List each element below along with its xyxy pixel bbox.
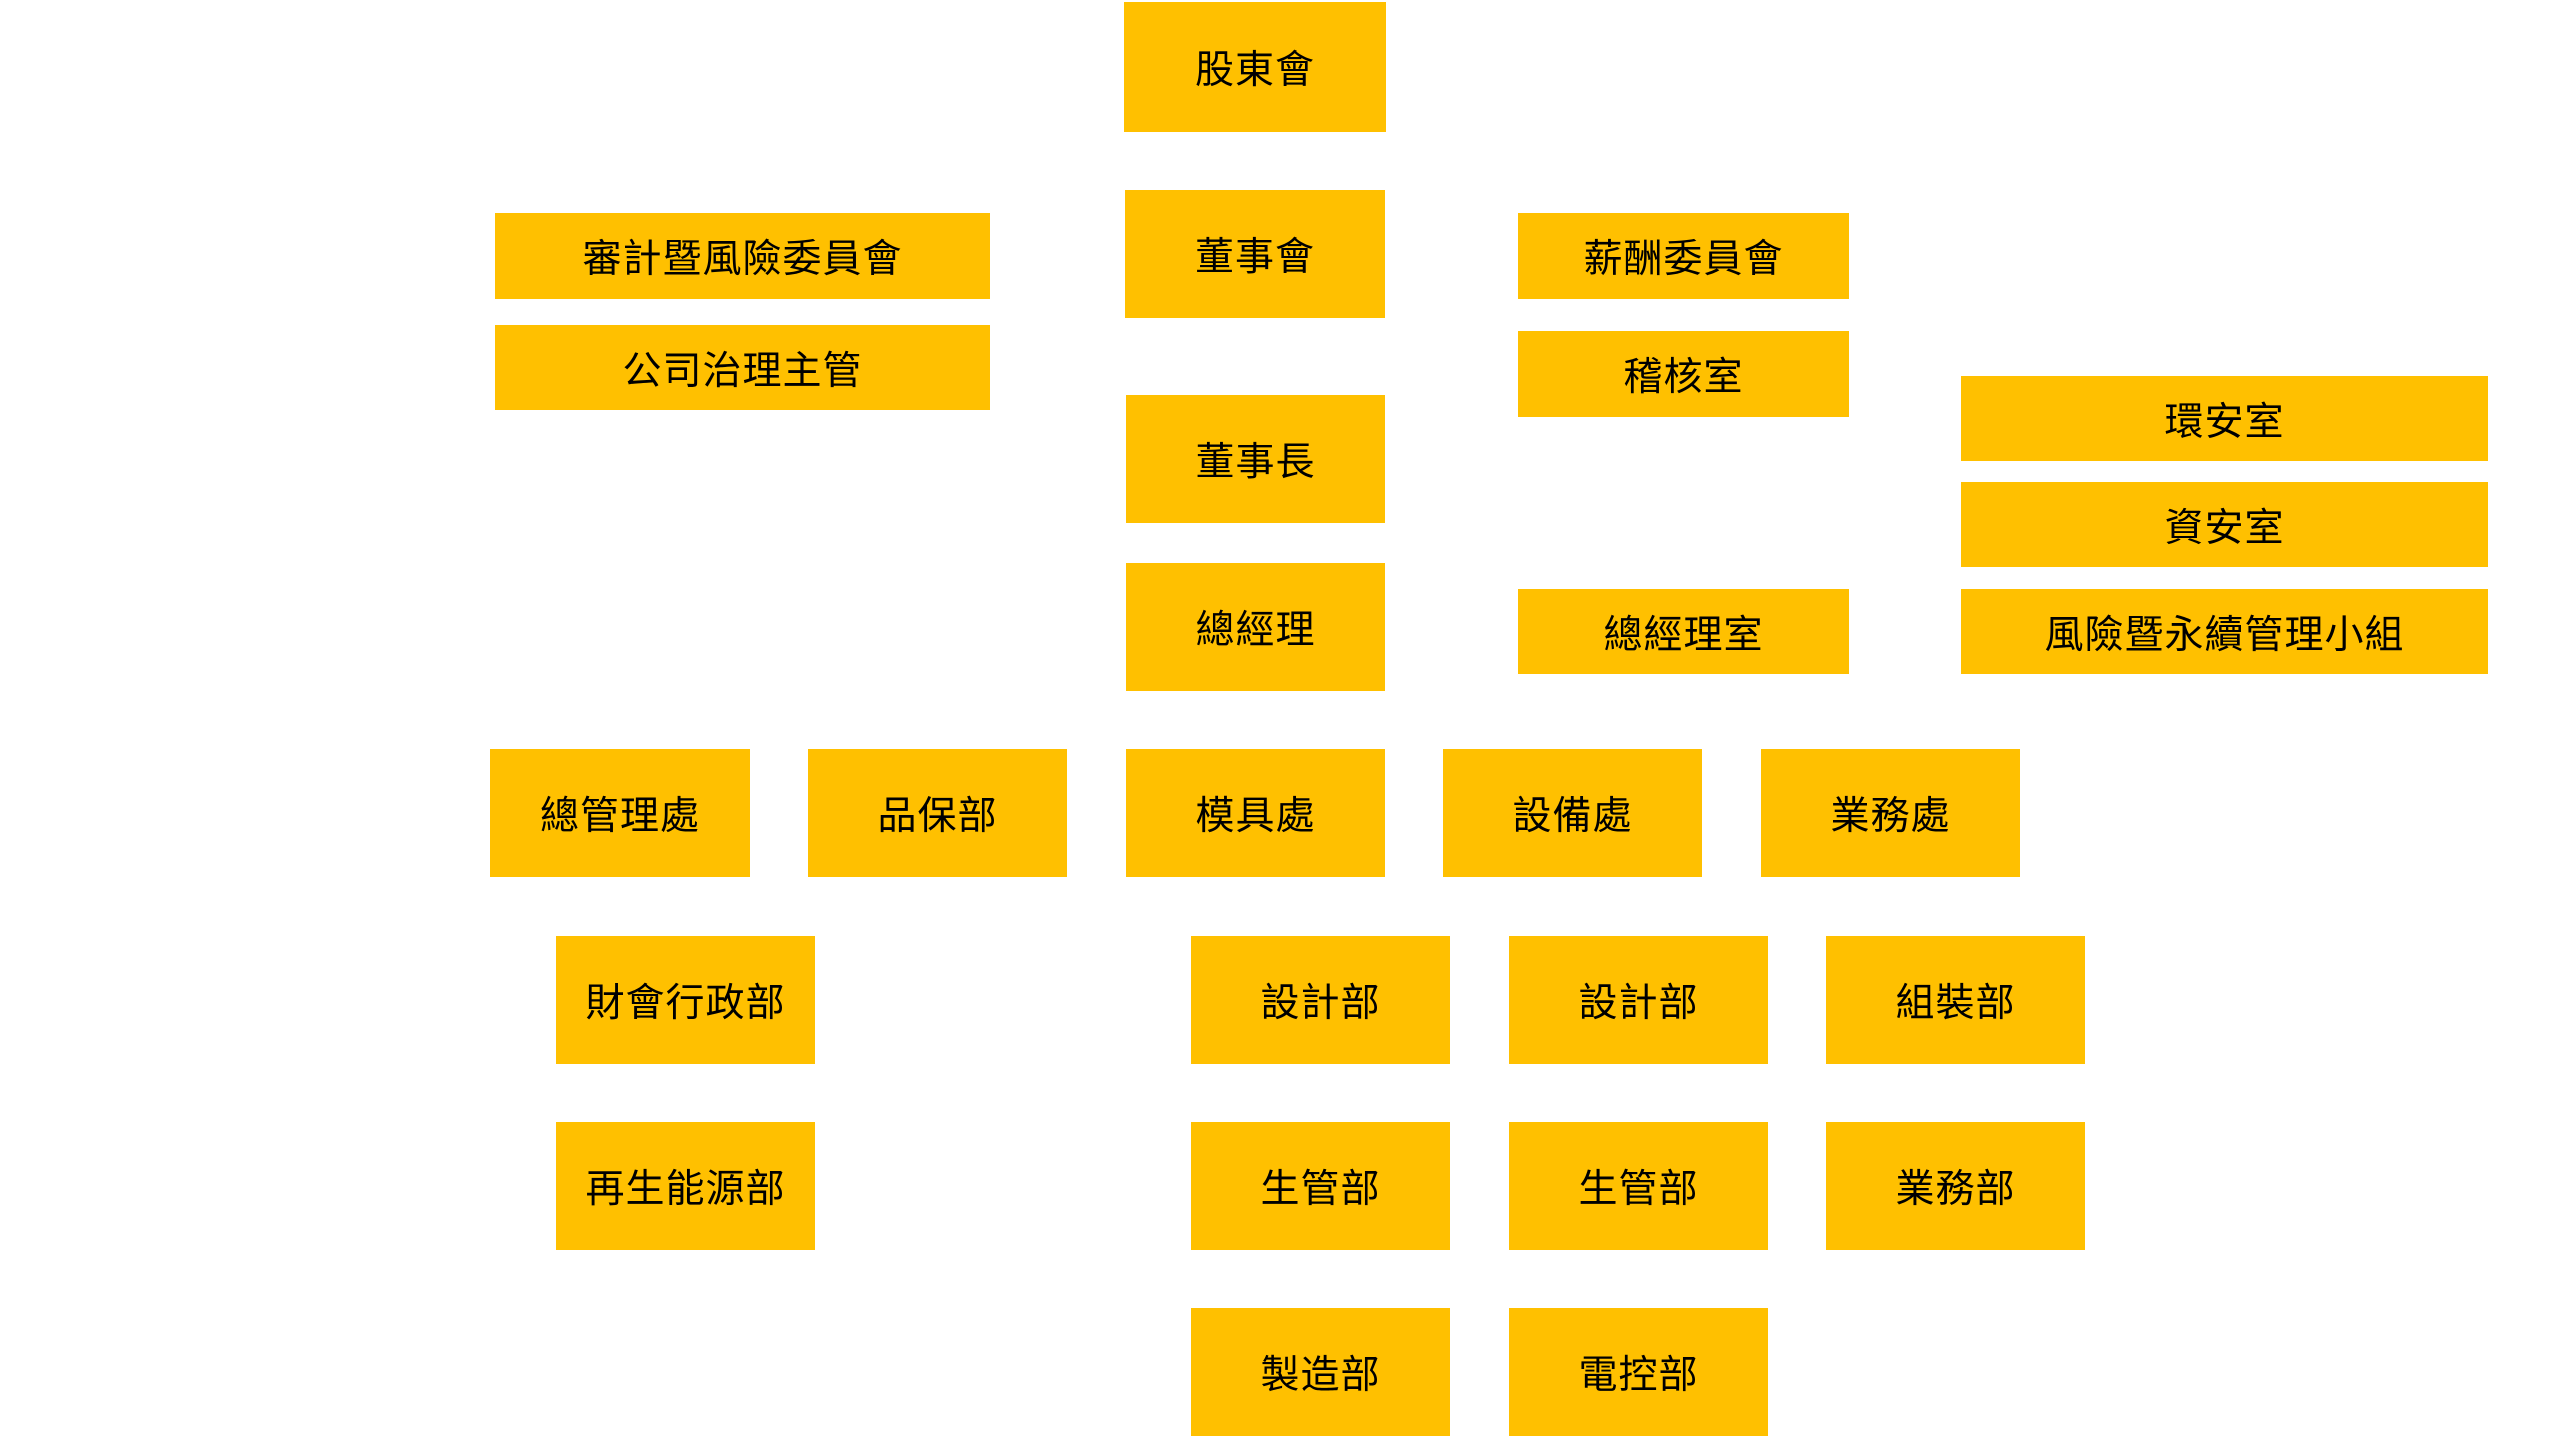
- node-equip-production-ctrl: 生管部: [1509, 1122, 1768, 1250]
- node-manufacturing: 製造部: [1191, 1308, 1450, 1436]
- node-compensation-committee: 薪酬委員會: [1518, 213, 1849, 299]
- node-board: 董事會: [1125, 190, 1385, 318]
- node-audit-office: 稽核室: [1518, 331, 1849, 417]
- node-audit-risk-committee: 審計暨風險委員會: [495, 213, 990, 299]
- node-env-safety: 環安室: [1961, 376, 2488, 461]
- node-equip-design: 設計部: [1509, 936, 1768, 1064]
- node-chairman: 董事長: [1126, 395, 1385, 523]
- node-general-mgmt: 總管理處: [490, 749, 750, 877]
- node-corp-governance: 公司治理主管: [495, 325, 990, 410]
- node-mold: 模具處: [1126, 749, 1385, 877]
- node-finance-admin: 財會行政部: [556, 936, 815, 1064]
- node-shareholders: 股東會: [1124, 2, 1386, 132]
- node-sales-div: 業務處: [1761, 749, 2020, 877]
- node-president-office: 總經理室: [1518, 589, 1849, 674]
- node-risk-sustainability: 風險暨永續管理小組: [1961, 589, 2488, 674]
- node-president: 總經理: [1126, 563, 1385, 691]
- node-quality: 品保部: [808, 749, 1067, 877]
- node-assembly: 組裝部: [1826, 936, 2085, 1064]
- node-electrical-control: 電控部: [1509, 1308, 1768, 1436]
- node-sales-dept: 業務部: [1826, 1122, 2085, 1250]
- node-renewable: 再生能源部: [556, 1122, 815, 1250]
- node-mold-production-ctrl: 生管部: [1191, 1122, 1450, 1250]
- node-mold-design: 設計部: [1191, 936, 1450, 1064]
- node-equipment: 設備處: [1443, 749, 1702, 877]
- node-info-security: 資安室: [1961, 482, 2488, 567]
